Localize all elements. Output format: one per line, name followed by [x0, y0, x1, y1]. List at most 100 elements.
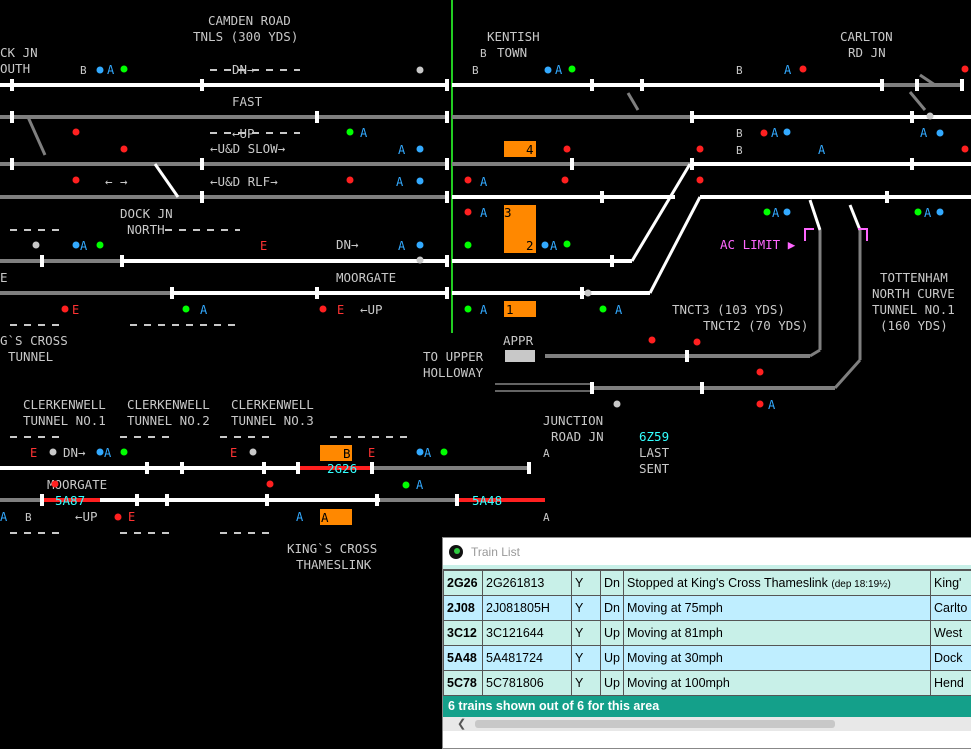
label-dn-low: DN→ [63, 445, 86, 460]
train-list-titlebar[interactable]: Train List [443, 538, 971, 565]
horizontal-scrollbar[interactable]: ❮ [443, 717, 971, 731]
train-status: Moving at 81mph [624, 621, 931, 646]
svg-text:E: E [337, 303, 344, 317]
label-clerkenwell-2: CLERKENWELL [127, 397, 210, 412]
label-e-left: E [0, 270, 8, 285]
label-town: TOWN [497, 45, 527, 60]
train-flag: Y [572, 671, 601, 696]
label-kentish: KENTISH [487, 29, 540, 44]
last-sent-code: 6Z59 [639, 429, 669, 444]
scroll-left-icon[interactable]: ❮ [457, 717, 466, 730]
train-uid: 2J081805H [483, 596, 572, 621]
svg-text:A: A [480, 206, 488, 220]
label-dn-mid: DN→ [336, 237, 359, 252]
label-kings-cross-partial: G`S CROSS [0, 333, 68, 348]
label-carlton: CARLTON [840, 29, 893, 44]
label-to-upper: TO UPPER [423, 349, 484, 364]
svg-text:A: A [615, 303, 623, 317]
label-ud-slow: ←U&D SLOW→ [210, 141, 286, 156]
label-holloway: HOLLOWAY [423, 365, 484, 380]
svg-text:A: A [107, 63, 115, 77]
svg-text:A: A [0, 510, 8, 524]
scroll-thumb[interactable] [475, 720, 835, 728]
platform-2-label: 2 [526, 238, 534, 253]
label-fast: FAST [232, 94, 263, 109]
svg-text:A: A [784, 63, 792, 77]
svg-text:A: A [920, 126, 928, 140]
label-road-jn: ROAD JN [551, 429, 604, 444]
label-ud-rlf: ←U&D RLF→ [210, 174, 278, 189]
train-status: Stopped at King's Cross Thameslink (dep … [624, 571, 931, 596]
train-headcode: 5A48 [444, 646, 483, 671]
label-junction: JUNCTION [543, 413, 603, 428]
svg-text:A: A [416, 478, 424, 492]
train-uid: 2G261813 [483, 571, 572, 596]
svg-text:A: A [480, 175, 488, 189]
label-lr-arrows: ← → [105, 174, 128, 189]
svg-text:A: A [398, 143, 406, 157]
train-direction: Up [601, 621, 624, 646]
label-moorgate-top: MOORGATE [336, 270, 396, 285]
label-sent: SENT [639, 461, 670, 476]
svg-text:B: B [472, 64, 479, 77]
headcode-2g26[interactable]: 2G26 [327, 461, 357, 476]
svg-text:E: E [368, 446, 375, 460]
svg-text:B: B [480, 47, 487, 60]
train-status: Moving at 75mph [624, 596, 931, 621]
train-status: Moving at 100mph [624, 671, 931, 696]
label-north-curve: NORTH CURVE [872, 286, 955, 301]
signals: A A A A A A A A A A A A A A A A A A A A … [0, 47, 969, 533]
label-tnct3: TNCT3 (103 YDS) [672, 302, 785, 317]
platform-1-label: 1 [506, 302, 514, 317]
svg-text:B: B [25, 511, 32, 524]
platform-a-label: A [321, 510, 329, 525]
train-list-title: Train List [471, 545, 520, 559]
svg-text:B: B [736, 144, 743, 157]
label-north: NORTH [127, 222, 165, 237]
svg-text:A: A [772, 206, 780, 220]
headcode-5a48[interactable]: 5A48 [472, 493, 502, 508]
label-camden-road: CAMDEN ROAD [208, 13, 291, 28]
train-destination: West [931, 621, 971, 646]
label-yds-160: (160 YDS) [880, 318, 948, 333]
label-tunnel-no1-160: TUNNEL NO.1 [872, 302, 955, 317]
train-uid: 5C781806 [483, 671, 572, 696]
svg-text:A: A [398, 239, 406, 253]
train-destination: Hend [931, 671, 971, 696]
svg-text:E: E [230, 446, 237, 460]
svg-text:B: B [736, 64, 743, 77]
svg-text:E: E [72, 303, 79, 317]
svg-text:A: A [480, 303, 488, 317]
svg-text:A: A [543, 511, 550, 524]
train-direction: Dn [601, 571, 624, 596]
label-tunnel-no2: TUNNEL NO.2 [127, 413, 210, 428]
svg-text:A: A [360, 126, 368, 140]
svg-text:B: B [80, 64, 87, 77]
label-tnls: TNLS (300 YDS) [193, 29, 298, 44]
svg-text:B: B [736, 127, 743, 140]
train-headcode: 2J08 [444, 596, 483, 621]
train-destination: Dock [931, 646, 971, 671]
train-direction: Up [601, 671, 624, 696]
train-direction: Up [601, 646, 624, 671]
label-last: LAST [639, 445, 670, 460]
approach-block [505, 350, 535, 362]
train-flag: Y [572, 621, 601, 646]
train-headcode: 3C12 [444, 621, 483, 646]
platform-4-label: 4 [526, 142, 534, 157]
app-icon [449, 545, 463, 559]
label-clerkenwell-3: CLERKENWELL [231, 397, 314, 412]
svg-text:A: A [396, 175, 404, 189]
label-tunnel: TUNNEL [8, 349, 53, 364]
train-headcode: 5C78 [444, 671, 483, 696]
label-kings-cross-thameslink: KING`S CROSS [287, 541, 377, 556]
headcode-5a87[interactable]: 5A87 [55, 493, 85, 508]
svg-text:A: A [104, 446, 112, 460]
